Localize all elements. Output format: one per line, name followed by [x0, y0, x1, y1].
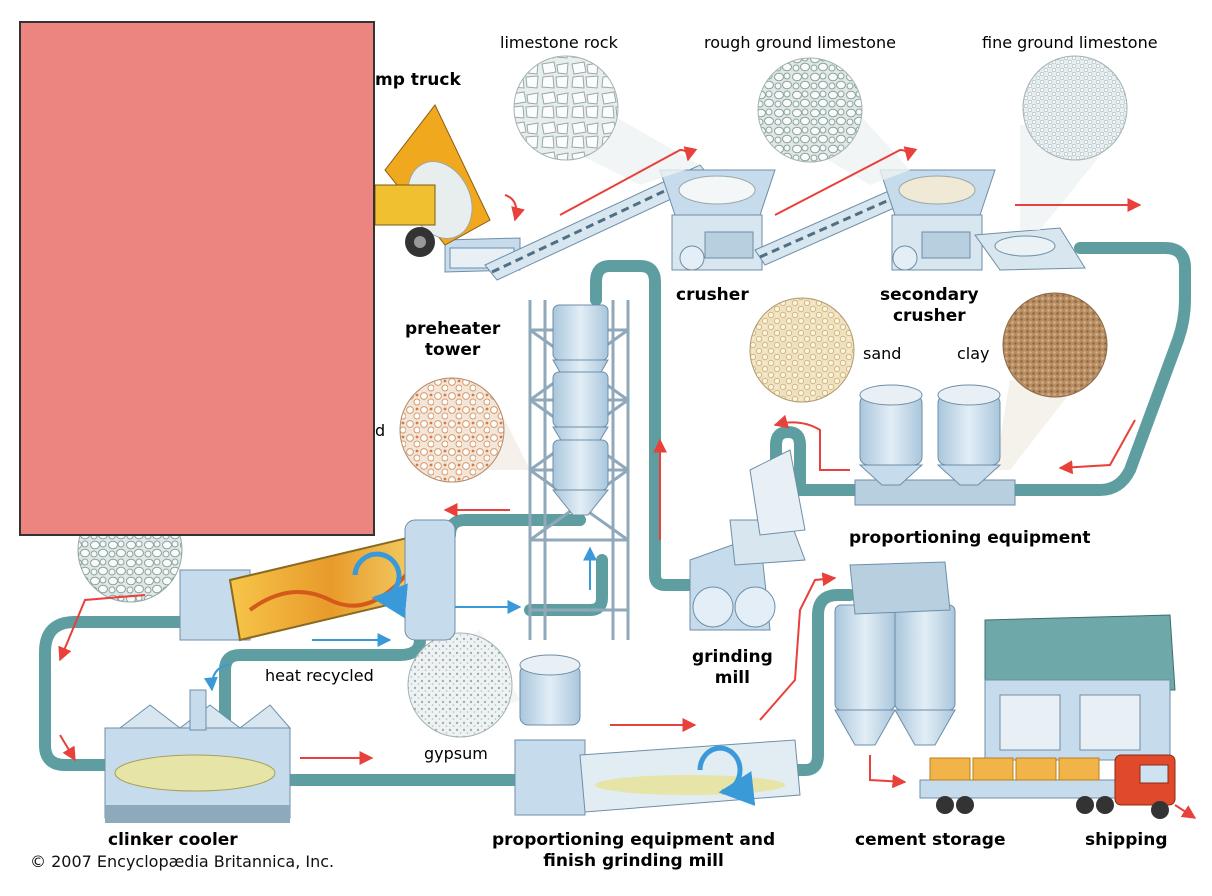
pipe-proportioning-to-mill	[770, 426, 866, 496]
pipe-tower-return	[524, 554, 608, 616]
pipe-preheater-to-kiln	[444, 514, 586, 541]
quarry-line	[444, 164, 1086, 281]
warehouse	[984, 614, 1176, 761]
crusher-machine	[659, 169, 776, 271]
clay-circle	[1002, 292, 1108, 398]
label-dump-truck: mp truck	[375, 70, 461, 90]
pipe-fine-to-proportioning	[999, 242, 1191, 496]
rotary-kiln	[179, 519, 456, 642]
flow-arrows	[58, 146, 1197, 819]
pipe-kiln-to-cooler	[39, 616, 206, 771]
label-gypsum: gypsum	[424, 744, 488, 763]
label-fine-ground-limestone: fine ground limestone	[982, 33, 1158, 52]
clinker-cooler-machine	[104, 689, 292, 823]
preheater-tower	[528, 300, 630, 640]
label-partial-d: d	[375, 421, 386, 440]
proportioning-silos	[854, 384, 1016, 506]
gypsum-circle	[407, 632, 513, 738]
pipe-finish-to-storage	[784, 589, 856, 776]
label-sand: sand	[863, 344, 902, 363]
secondary-crusher-machine	[879, 169, 996, 271]
raw-mix-circle	[399, 377, 505, 483]
grinding-mill-machine	[689, 449, 806, 631]
pipe-mill-to-preheater	[590, 260, 696, 591]
label-crusher: crusher	[676, 285, 749, 305]
pipes	[39, 242, 1191, 786]
cement-storage-silos	[834, 561, 956, 746]
label-clay: clay	[957, 344, 990, 363]
air-arrows	[203, 546, 597, 692]
sand-circle	[749, 297, 855, 403]
label-proportioning-equipment: proportioning equipment	[849, 528, 1091, 548]
label-clinker-cooler: clinker cooler	[108, 830, 238, 850]
label-limestone-rock: limestone rock	[500, 33, 618, 52]
rough-limestone-circle	[757, 57, 863, 163]
redaction-block	[19, 21, 375, 536]
finish-mill-machine	[514, 654, 801, 816]
label-cement-storage: cement storage	[855, 830, 1006, 850]
limestone-rock-circle	[513, 55, 619, 161]
label-rough-ground-limestone: rough ground limestone	[704, 33, 896, 52]
fine-limestone-circle	[1022, 55, 1128, 161]
label-heat-recycled: heat recycled	[265, 666, 374, 685]
copyright-notice: © 2007 Encyclopædia Britannica, Inc.	[30, 852, 335, 871]
pipe-heat-recycled	[219, 534, 426, 726]
dump-truck	[374, 104, 491, 257]
shipping-truck	[919, 754, 1176, 819]
label-shipping: shipping	[1085, 830, 1168, 850]
